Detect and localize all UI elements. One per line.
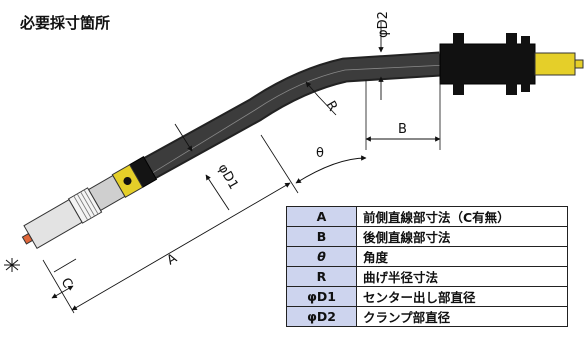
legend-row: φD1 センター出し部直径 [286,286,568,307]
neck-centerline [39,59,549,243]
legend-description: センター出し部直径 [356,286,568,307]
contact-tip [21,232,34,245]
clamp-flange-2 [506,33,517,95]
legend-description: 角度 [356,246,568,267]
dimension-label-d1: φD1 [215,162,241,193]
dimension-legend-table: A 前側直線部寸法（C有無） B 後側直線部寸法 θ 角度 R 曲げ半径寸法 φ… [286,206,568,327]
legend-row: A 前側直線部寸法（C有無） [286,206,568,227]
dimension-label-r: R [323,99,341,114]
legend-row: φD2 クランプ部直径 [286,306,568,327]
dimension-label-theta: θ [316,146,324,161]
legend-description: 前側直線部寸法（C有無） [356,206,568,227]
dimension-label-a: A [165,251,180,268]
legend-description: 曲げ半径寸法 [356,266,568,287]
dimension-label-d2: φD2 [376,11,391,38]
page-title: 必要採寸箇所 [20,14,111,32]
rear-clamp-assembly [439,33,584,95]
legend-row: θ 角度 [286,246,568,267]
clamp-flange-3 [521,36,530,92]
legend-row: B 後側直線部寸法 [286,226,568,247]
brass-connector [534,52,576,76]
legend-symbol: φD1 [286,286,357,307]
tip-reference-star [4,258,20,272]
legend-symbol: φD2 [286,306,357,327]
legend-description: 後側直線部寸法 [356,226,568,247]
front-nozzle-assembly [21,156,158,249]
legend-description: クランプ部直径 [356,306,568,327]
clamp-flange-1 [453,33,464,95]
connector-pin [574,59,584,69]
legend-symbol: R [286,266,357,287]
legend-row: R 曲げ半径寸法 [286,266,568,287]
nozzle-body [23,199,83,249]
torch-neck-fill [144,53,441,178]
dimension-label-b: B [398,122,407,137]
legend-symbol: θ [286,246,357,267]
legend-symbol: A [286,206,357,227]
legend-symbol: B [286,226,357,247]
